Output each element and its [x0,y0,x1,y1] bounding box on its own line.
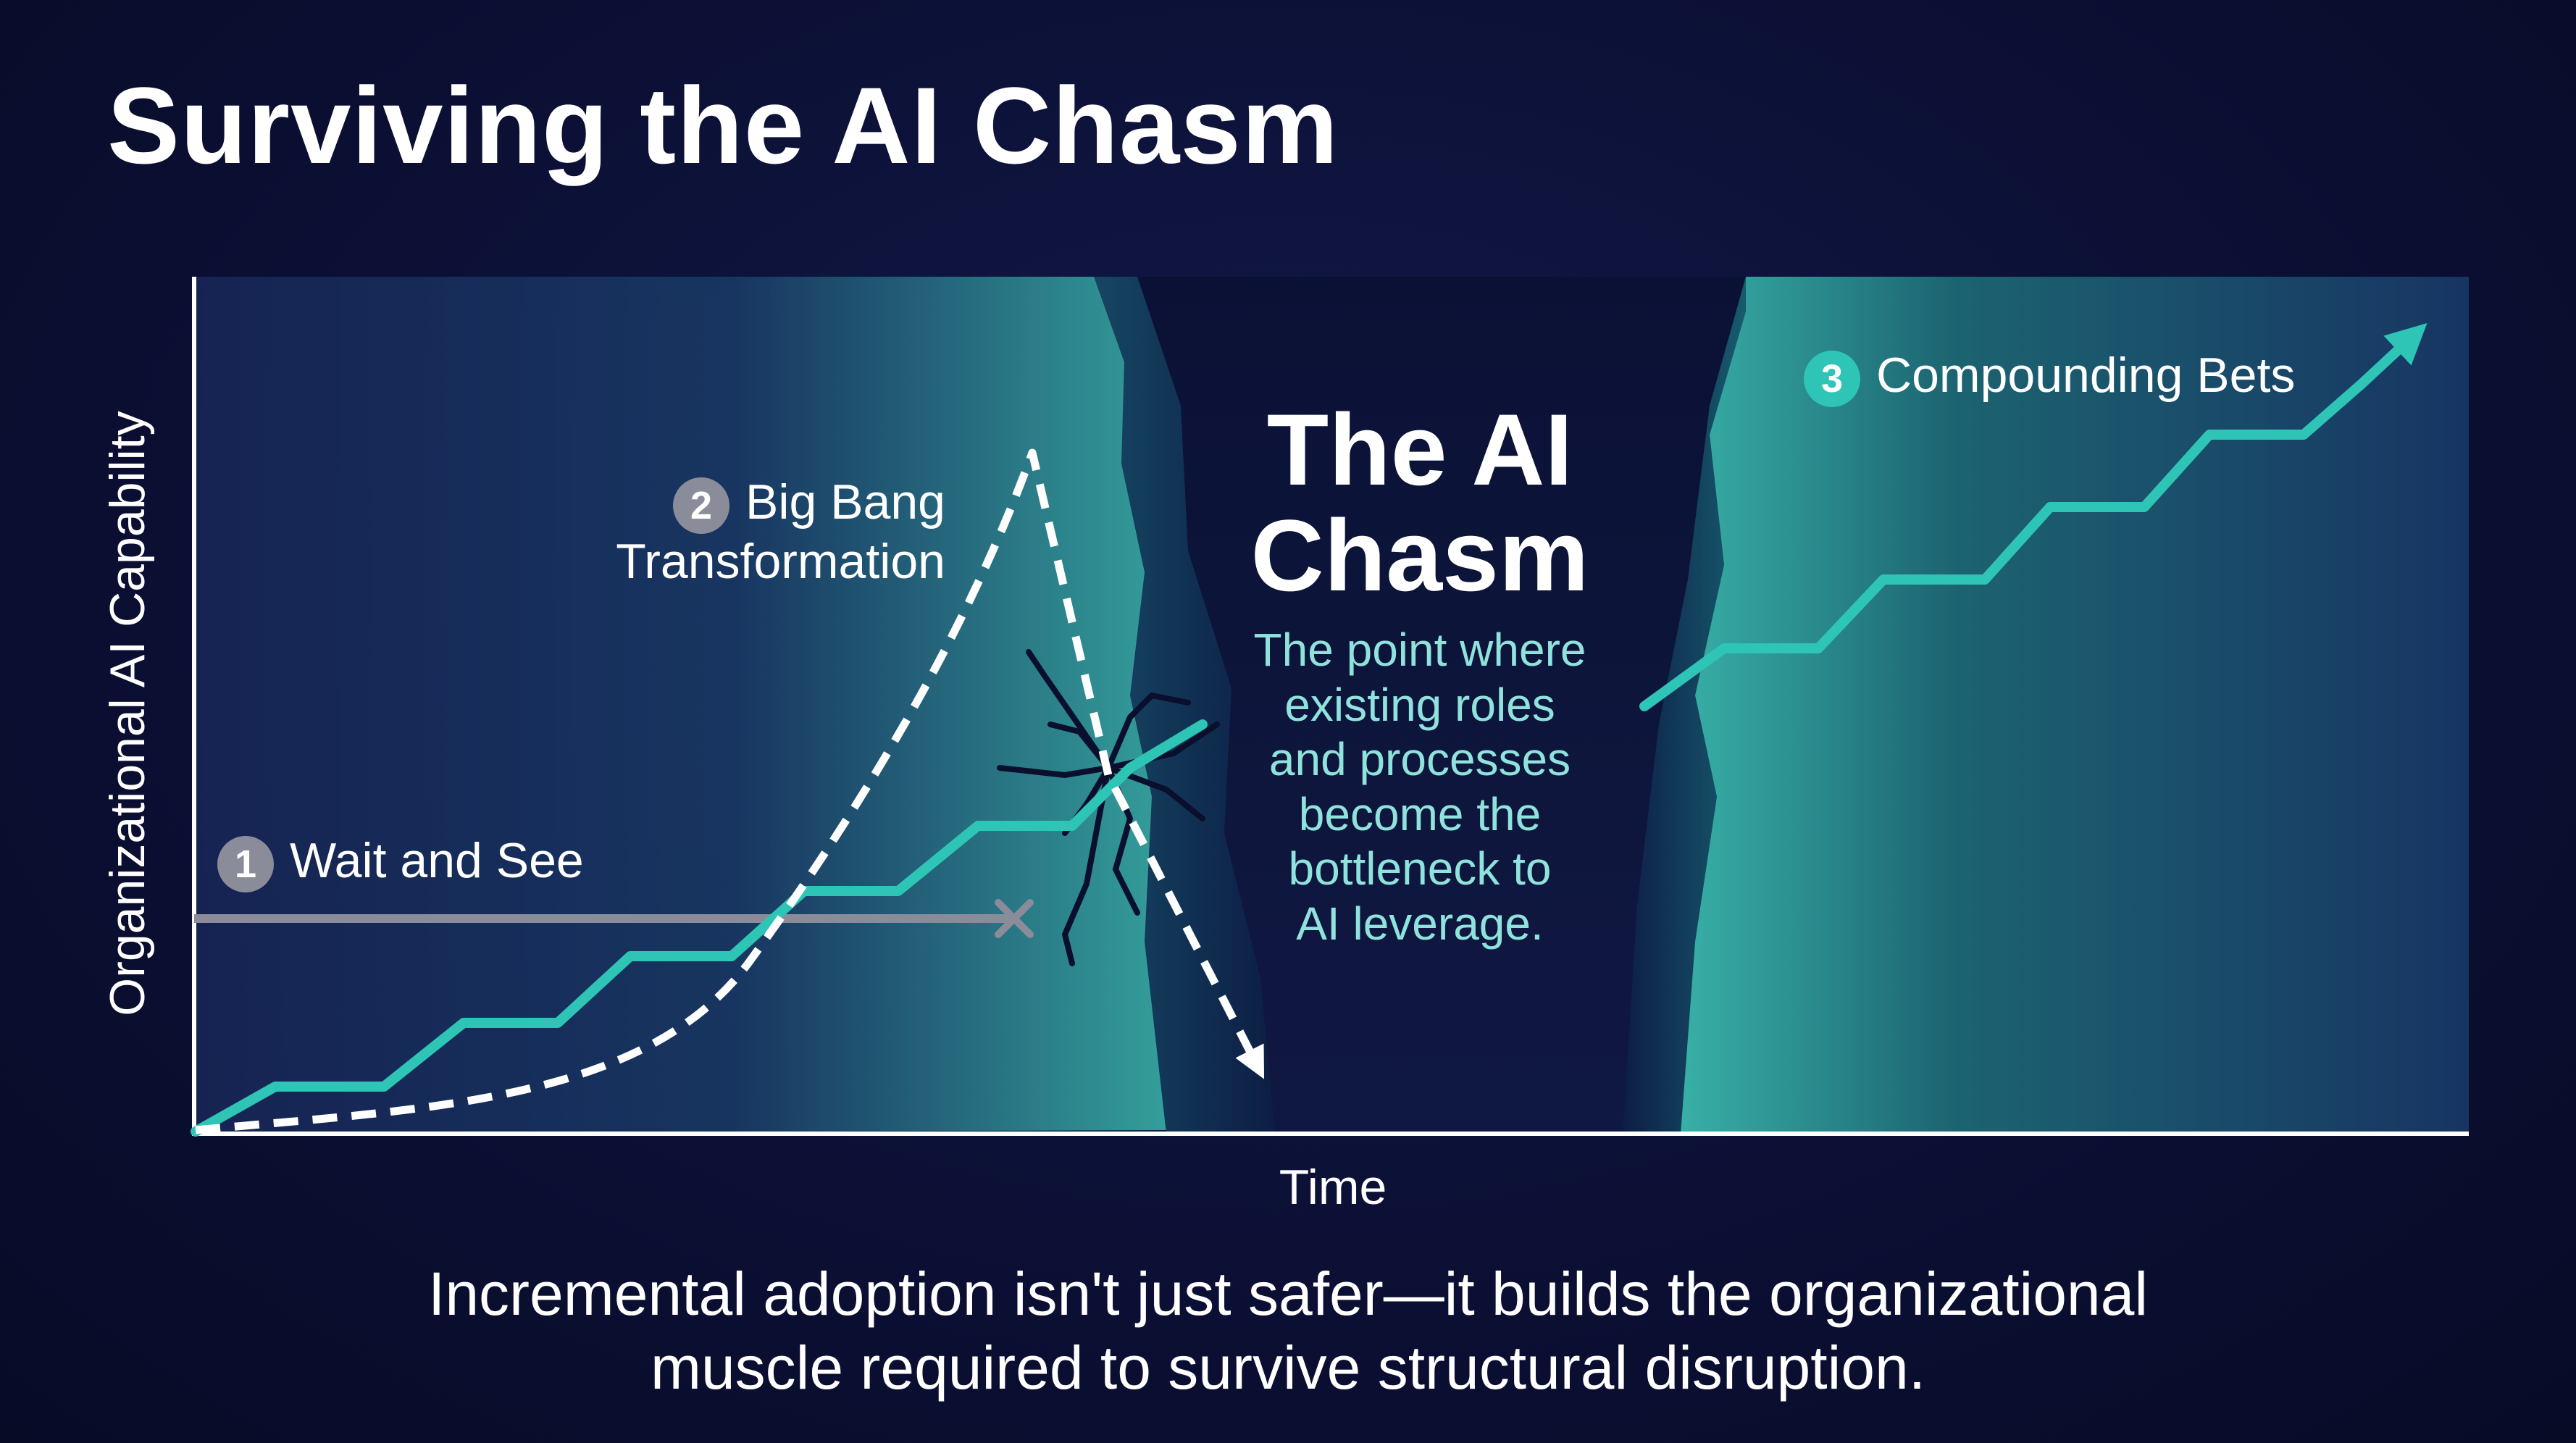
chasm-gap [1137,277,1753,1134]
big-bang-text-line2: Transformation [616,534,945,590]
left-chasm-wall [1094,277,1275,1134]
compounding-bets-label: 3 Compounding Bets [1804,348,2296,408]
compounding-bets-line-right [1639,322,2427,711]
chasm-title-line2: Chasm [1250,498,1589,612]
big-bang-text-line1: Big Bang [745,474,945,530]
chasm-title: The AI Chasm [1203,397,1637,608]
step-badge-3: 3 [1804,351,1860,408]
step-badge-1: 1 [217,836,274,893]
compounding-bets-line-left [191,719,1208,1137]
chasm-title-line1: The AI [1266,393,1573,506]
wait-and-see-x-icon [995,899,1034,938]
slide-title: Surviving the AI Chasm [107,64,1339,186]
big-bang-line [195,448,1265,1134]
wait-and-see-text: Wait and See [290,833,584,888]
y-axis-label: Organizational AI Capability [100,411,155,1016]
right-chasm-wall [1623,277,1753,1134]
step-badge-2: 2 [673,477,730,535]
compounding-bets-text: Compounding Bets [1876,348,2296,403]
right-cliff [1681,277,2469,1134]
footer-caption: Incremental adoption isn't just safer—it… [427,1260,2149,1402]
chasm-description: The point where existing roles and proce… [1253,624,1586,950]
wait-and-see-label: 1 Wait and See [217,833,584,893]
big-bang-label: 2 Big Bang Transformation [609,474,945,589]
x-axis-label: Time [1279,1160,1387,1215]
